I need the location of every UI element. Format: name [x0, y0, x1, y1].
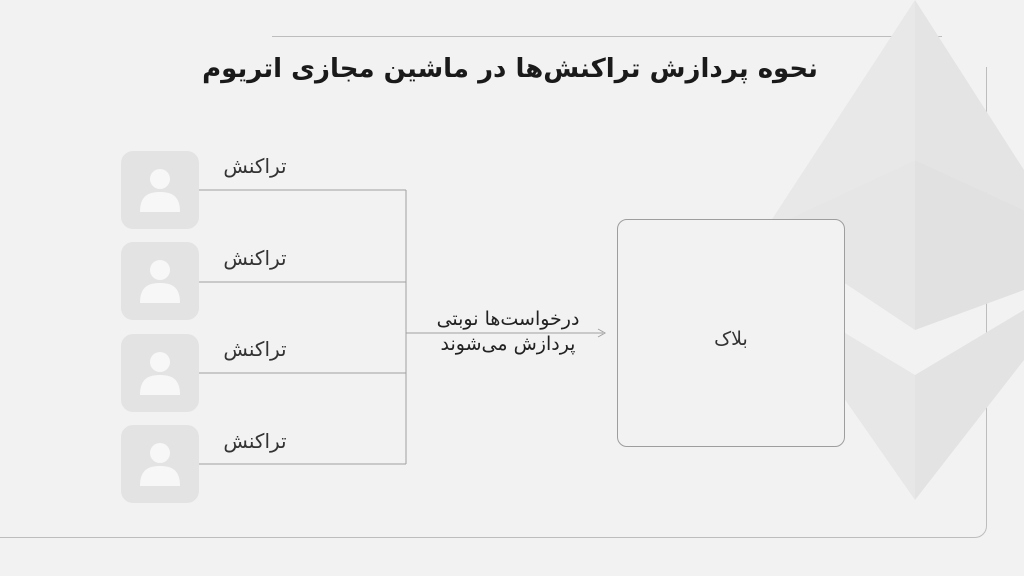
transaction-avatar-1: [121, 151, 199, 229]
user-icon: [140, 352, 180, 395]
frame-bottom-line: [0, 537, 700, 538]
transaction-label-1: تراکنش: [223, 154, 287, 178]
process-label-line-1: درخواست‌ها نوبتی: [436, 308, 580, 330]
block-box: بلاک: [617, 219, 845, 447]
block-label: بلاک: [714, 328, 748, 350]
user-icon: [140, 260, 180, 303]
transaction-avatar-3: [121, 334, 199, 412]
diagram-title: نحوه پردازش تراکنش‌ها در ماشین مجازی اتر…: [202, 54, 818, 84]
transaction-label-3: تراکنش: [223, 337, 287, 361]
transaction-label-2: تراکنش: [223, 246, 287, 270]
process-label: درخواست‌ها نوبتی پردازش می‌شوند: [418, 307, 598, 357]
transaction-label-4: تراکنش: [223, 429, 287, 453]
transaction-avatar-2: [121, 242, 199, 320]
process-label-line-2: پردازش می‌شوند: [440, 333, 576, 355]
user-icon: [140, 169, 180, 212]
user-icon: [140, 443, 180, 486]
transaction-avatar-4: [121, 425, 199, 503]
frame-top-line: [272, 36, 942, 37]
